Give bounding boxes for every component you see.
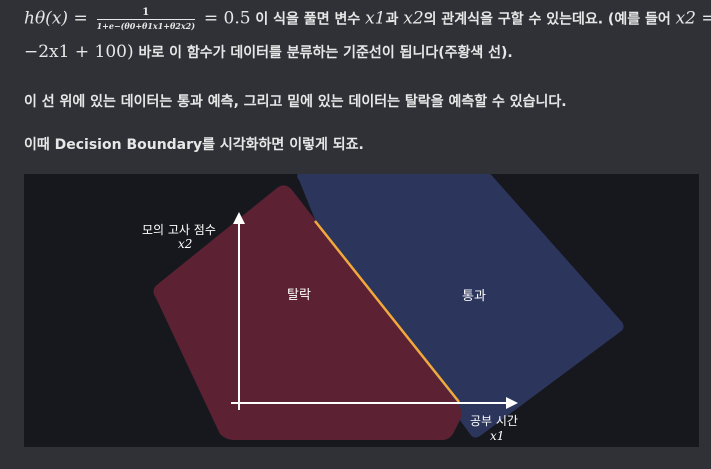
variable-x2-eq: x2 = xyxy=(675,8,711,29)
line2-math: −2x1 + 100) xyxy=(24,42,134,62)
paragraph-prediction: 이 선 위에 있는 데이터는 통과 예측, 그리고 밑에 있는 데이터는 탈락을… xyxy=(24,94,567,110)
formula-rhs: = 0.5 xyxy=(203,8,251,29)
fail-region-shape xyxy=(153,185,462,440)
formula-fraction: 1 1+e−(θ0+θ1x1+θ2x2) xyxy=(96,7,195,32)
pass-region-shape xyxy=(297,174,624,438)
decision-boundary-line xyxy=(314,220,460,403)
paragraph-visualization: 이때 Decision Boundary를 시각화하면 이렇게 되죠. xyxy=(24,137,364,153)
fraction-numerator: 1 xyxy=(96,7,195,20)
x-axis-label: 공부 시간 xyxy=(470,414,518,428)
y-axis-label: 모의 고사 점수 xyxy=(142,223,216,237)
variable-x2: x2 xyxy=(403,8,424,29)
text-segment-a: 이 식을 풀면 변수 xyxy=(255,11,361,28)
pass-region-label: 통과 xyxy=(462,289,486,304)
decision-boundary-diagram xyxy=(153,174,624,440)
fail-region-label: 탈락 xyxy=(287,288,311,303)
text-segment-b: 과 xyxy=(385,11,399,28)
line2-text: 바로 이 함수가 데이터를 분류하는 기준선이 됩니다(주황색 선). xyxy=(138,45,513,61)
formula-paragraph-line2: −2x1 + 100) 바로 이 함수가 데이터를 분류하는 기준선이 됩니다(… xyxy=(24,42,513,62)
x-axis-variable: x1 xyxy=(490,429,505,443)
decision-boundary-figure: 모의 고사 점수 x2 탈락 통과 공부 시간 x1 xyxy=(24,174,699,447)
formula-paragraph-line1: hθ(x) = 1 1+e−(θ0+θ1x1+θ2x2) = 0.5 이 식을 … xyxy=(24,7,711,32)
variable-x1: x1 xyxy=(365,8,386,29)
formula-lhs: hθ(x) = xyxy=(24,8,88,29)
y-axis-variable: x2 xyxy=(178,237,193,251)
fraction-denominator: 1+e−(θ0+θ1x1+θ2x2) xyxy=(96,21,195,31)
text-segment-c: 의 관계식을 구할 수 있는데요. (예를 들어 xyxy=(423,11,671,28)
